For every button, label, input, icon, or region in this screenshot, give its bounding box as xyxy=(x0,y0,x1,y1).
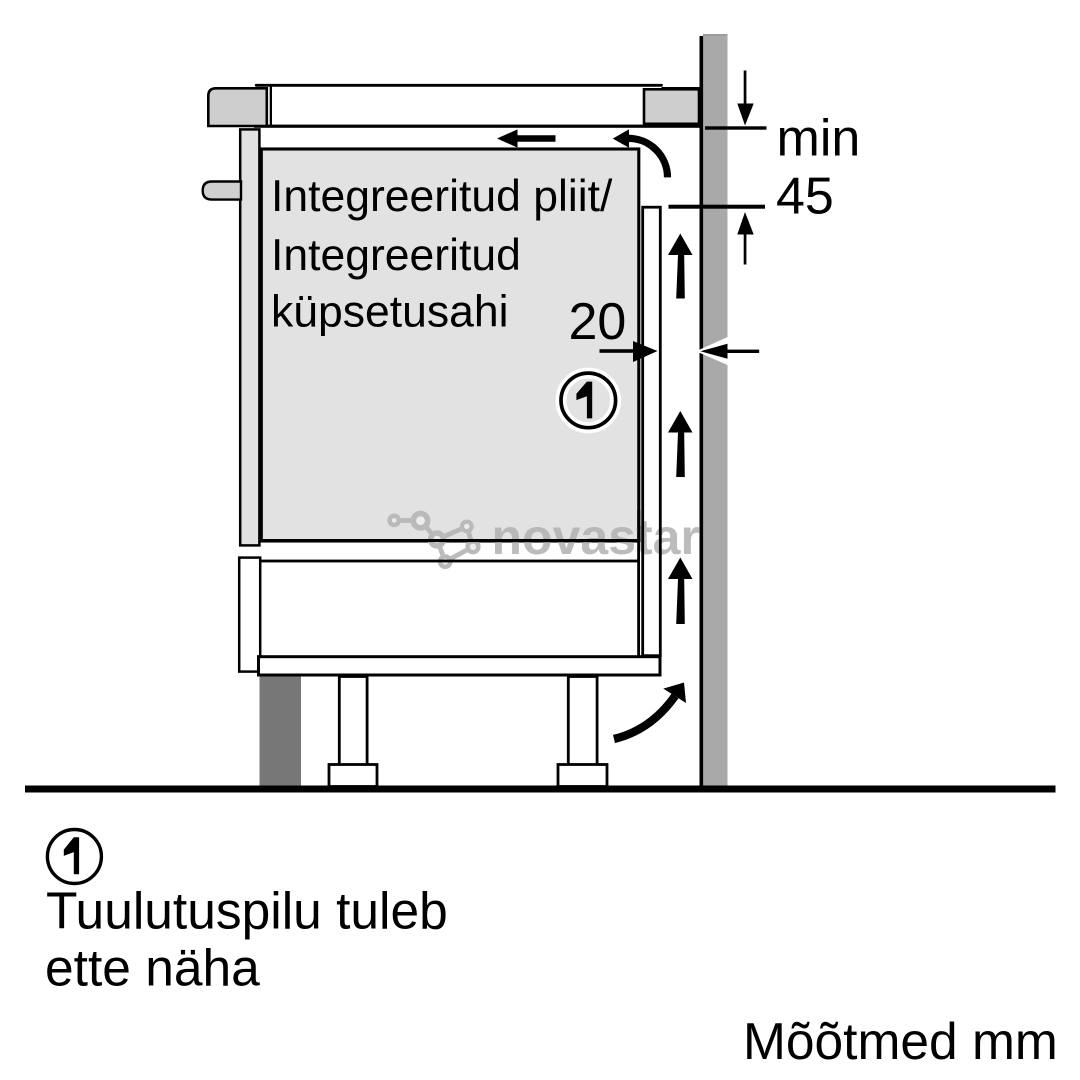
svg-text:min: min xyxy=(777,110,861,168)
svg-text:Integreeritud pliit/: Integreeritud pliit/ xyxy=(271,172,613,221)
svg-text:Tuulutuspilu tuleb: Tuulutuspilu tuleb xyxy=(46,882,448,940)
svg-text:Integreeritud: Integreeritud xyxy=(271,231,521,280)
svg-text:45: 45 xyxy=(776,167,834,225)
svg-text:küpsetusahi: küpsetusahi xyxy=(271,288,509,337)
svg-text:ette näha: ette näha xyxy=(45,939,260,997)
svg-text:novastar: novastar xyxy=(492,509,700,565)
svg-text:Mõõtmed mm: Mõõtmed mm xyxy=(743,1012,1058,1070)
svg-text:20: 20 xyxy=(569,293,627,351)
